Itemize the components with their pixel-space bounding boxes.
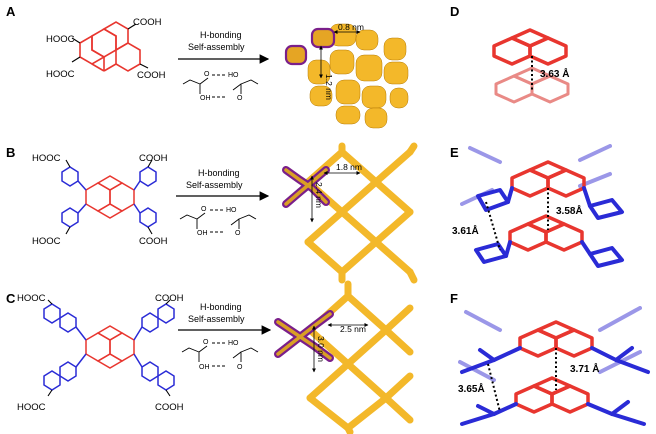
panel-letter-f: F: [450, 291, 458, 306]
stack-bottom-e: [508, 214, 584, 252]
panel-c: C: [6, 280, 414, 434]
network-highlight-b-inner: [284, 168, 328, 206]
stack-top-f: [518, 320, 594, 358]
molecule-a: [79, 21, 141, 72]
stack-bottom-d: [494, 66, 570, 104]
linkers-f: [460, 346, 650, 426]
panel-letter-a: A: [6, 4, 16, 19]
panel-letter-c: C: [6, 291, 16, 306]
group-hooc-tl-c: HOOC: [17, 293, 46, 304]
panel-letter-d: D: [450, 4, 459, 19]
network-highlight-c-inner: [276, 312, 332, 360]
dim-label-1-c: 2.5 nm: [340, 324, 366, 334]
stack-back-f: [458, 306, 642, 382]
distance-line-f-1: [487, 363, 501, 413]
network-a: [307, 23, 409, 129]
arrow-label-2-c: Self-assembly: [188, 314, 245, 324]
distance-label-f-2: 3.71 Å: [570, 362, 599, 375]
dimer-o-2-a: O: [237, 95, 243, 102]
group-hooc-tl-a: HOOC: [46, 34, 75, 45]
dimer-ho-b: HO: [226, 207, 237, 214]
arrow-label-1-a: H-bonding: [200, 30, 242, 40]
molecule-c: [43, 299, 175, 397]
arrow-label-1-b: H-bonding: [198, 168, 240, 178]
panel-d: D 3.63 Å: [450, 4, 570, 104]
dimer-o-1-b: O: [201, 206, 207, 213]
panel-b: B: [6, 142, 418, 284]
linkers-e: [474, 186, 624, 268]
group-cooh-tr-c: COOH: [155, 293, 184, 304]
panel-a: A HOOC COOH HOOC COOH H-bonding Self-ass…: [6, 4, 409, 129]
group-hooc-tl-b: HOOC: [32, 153, 61, 164]
panel-letter-b: B: [6, 145, 15, 160]
group-hooc-bl-b: HOOC: [32, 236, 61, 247]
dimer-oh-c: OH: [199, 364, 210, 371]
group-hooc-bl-c: HOOC: [17, 402, 46, 413]
group-hooc-bl-a: HOOC: [46, 69, 75, 80]
group-cooh-br-b: COOH: [139, 236, 168, 247]
group-cooh-tr-a: COOH: [133, 17, 162, 28]
dimer-oh-b: OH: [197, 230, 208, 237]
dim-label-2-c: 3.0 nm: [316, 336, 326, 362]
group-cooh-br-c: COOH: [155, 402, 184, 413]
distance-line-e-1: [485, 201, 501, 251]
molecule-b: [61, 159, 157, 235]
group-cooh-br-a: COOH: [137, 70, 166, 81]
dim-label-2-a: 1.2 nm: [324, 74, 334, 100]
dim-label-1-a: 0.8 nm: [338, 22, 364, 32]
dimer-b: [179, 209, 257, 233]
network-highlight-a: [284, 27, 336, 66]
dim-label-2-b: 2.4 nm: [314, 182, 324, 208]
dimer-o-2-c: O: [237, 364, 243, 371]
arrow-label-2-b: Self-assembly: [186, 180, 243, 190]
dimer-c: [181, 342, 259, 367]
distance-label-e-2: 3.58Å: [556, 204, 583, 217]
dimer-ho-c: HO: [228, 340, 239, 347]
distance-label-e-1: 3.61Å: [452, 224, 479, 237]
dimer-o-1-a: O: [204, 71, 210, 78]
panel-e: E 3.61Å 3.58Å: [450, 144, 624, 268]
arrow-label-2-a: Self-assembly: [188, 42, 245, 52]
stack-bottom-f: [514, 376, 590, 414]
distance-label-d: 3.63 Å: [540, 67, 569, 80]
dimer-a: [182, 74, 259, 98]
stack-top-e: [510, 160, 586, 198]
panel-letter-e: E: [450, 145, 459, 160]
distance-label-f-1: 3.65Å: [458, 382, 485, 395]
group-cooh-tr-b: COOH: [139, 153, 168, 164]
dimer-ho-a: HO: [228, 72, 239, 79]
stack-top-d: [492, 28, 568, 66]
panel-f: F 3.65Å 3.71 Å: [450, 291, 650, 426]
dimer-o-2-b: O: [235, 230, 241, 237]
dimer-o-1-c: O: [203, 339, 209, 346]
dimer-oh-a: OH: [200, 95, 211, 102]
dim-label-1-b: 1.8 nm: [336, 162, 362, 172]
arrow-label-1-c: H-bonding: [200, 302, 242, 312]
